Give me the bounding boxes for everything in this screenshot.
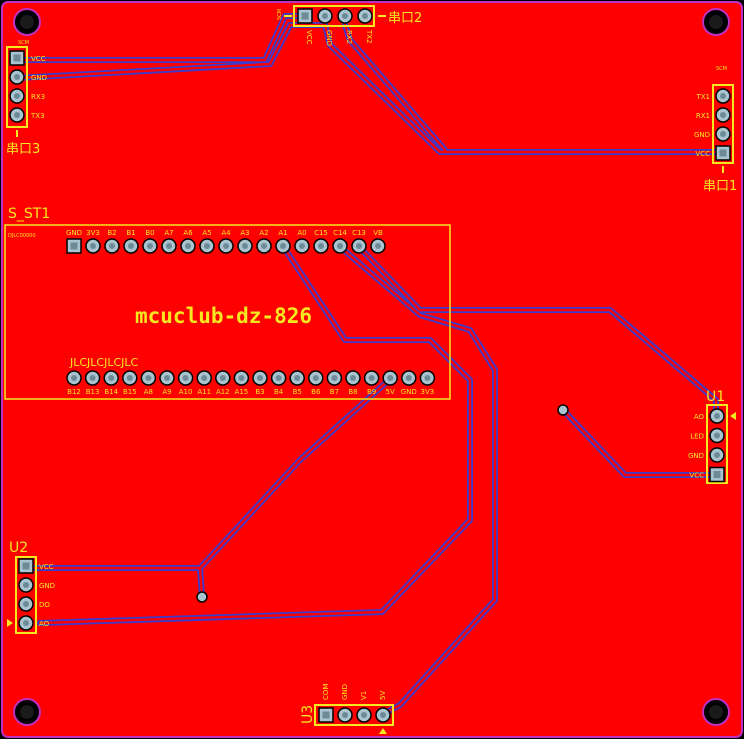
chuankou1-pin-label-vcc: VCC [695, 150, 710, 158]
chuankou1-pin-label-rx1: RX1 [696, 112, 710, 120]
u2-pin-label-vcc: VCC [39, 563, 54, 571]
u1-pin-label-gnd: GND [688, 452, 704, 460]
s-st1-bottom-pin-label-b15: B15 [123, 388, 137, 396]
chuankou2-pin-label-vcc: VCC [305, 30, 313, 45]
chuankou3-ref: 串口3 [6, 142, 40, 157]
module-u3[interactable]: U3 COM GND V1 5V [300, 684, 394, 734]
s-st1-bottom-pin-label-a10: A10 [179, 388, 193, 396]
s-st1-bottom-pin-label-b14: B14 [104, 388, 118, 396]
s-st1-bottom-pin-label-a9: A9 [162, 388, 171, 396]
s-st1-top-pin-label-a4: A4 [221, 229, 231, 237]
chuankou1-ref: 串口1 [703, 179, 737, 194]
s-st1-top-pin-label-b2: B2 [107, 229, 116, 237]
s-st1-bottom-pin-label-b5: B5 [293, 388, 302, 396]
s-st1-bottom-pin-label-3v3: 3V3 [421, 388, 435, 396]
s-st1-bottom-pin-label-b13: B13 [86, 388, 100, 396]
board-title-text: mcuclub-dz-826 [135, 304, 312, 328]
chuankou3-pin-label-rx3: RX3 [31, 93, 45, 101]
s-st1-bottom-pin-label-a8: A8 [144, 388, 153, 396]
chuankou3-tag: SCM [18, 40, 29, 46]
mounting-holes [13, 8, 730, 726]
connector-chuankou2[interactable]: 串口2 SCM VCC GND RX2 TX2 [277, 5, 422, 46]
u1-pin-label-led: LED [690, 433, 704, 441]
s-st1-top-pin-label-a6: A6 [183, 229, 193, 237]
s-st1-top-pin-label-a5: A5 [202, 229, 211, 237]
s-st1-top-pin-label-a7: A7 [164, 229, 173, 237]
chuankou2-pin-label-rx2: RX2 [345, 30, 353, 44]
s-st1-top-pin-label-c14: C14 [333, 229, 347, 237]
chuankou2-pin-label-tx2: TX2 [365, 29, 373, 44]
chuankou3-pin-label-vcc: VCC [31, 55, 46, 63]
chuankou2-tag: SCM [277, 9, 283, 20]
s-st1-top-pin-label-3v3: 3V3 [86, 229, 100, 237]
u2-pin-label-do: DO [39, 601, 50, 609]
u3-pin-label-com: COM [322, 684, 330, 700]
s-st1-ref: S_ST1 [8, 206, 50, 222]
u3-ref: U3 [300, 705, 316, 724]
u1-pin-label-ao: AO [694, 413, 705, 421]
chuankou1-pin-label-gnd: GND [694, 131, 710, 139]
s-st1-bottom-pin-label-5v: 5V [386, 388, 395, 396]
s-st1-top-pin-label-gnd: GND [66, 229, 82, 237]
s-st1-bottom-label: JLCJLCJLCJLC [69, 356, 139, 369]
vias [196, 404, 569, 603]
s-st1-top-pin-label-b1: B1 [126, 229, 135, 237]
s-st1-top-pin-label-a0: A0 [297, 229, 306, 237]
u1-ref: U1 [706, 389, 725, 405]
chuankou1-pin-label-tx1: TX1 [695, 93, 710, 101]
s-st1-header-label: DJLC00000 [8, 233, 36, 239]
u3-pin-label-5v: 5V [379, 691, 387, 700]
s-st1-top-pin-label-a3: A3 [240, 229, 249, 237]
s-st1-bottom-pin-label-b4: B4 [274, 388, 284, 396]
s-st1-bottom-pin-label-gnd: GND [401, 388, 417, 396]
module-u1[interactable]: U1 AO LED GND VCC [688, 389, 736, 484]
u1-pin-label-vcc: VCC [689, 472, 704, 480]
module-u2[interactable]: U2 VCC GND DO AO [7, 540, 55, 634]
u2-pin-label-ao: AO [39, 620, 50, 628]
chuankou2-pin-label-gnd: GND [325, 30, 333, 46]
s-st1-top-pin-label-c15: C15 [314, 229, 328, 237]
s-st1-bottom-pin-label-b8: B8 [348, 388, 357, 396]
s-st1-top-pin-label-a2: A2 [259, 229, 268, 237]
chuankou2-ref: 串口2 [388, 11, 422, 26]
via-u1 [557, 404, 569, 416]
chuankou3-pin-label-gnd: GND [31, 74, 47, 82]
chuankou1-tag: SCM [716, 66, 727, 72]
u2-pin-label-gnd: GND [39, 582, 55, 590]
s-st1-bottom-pin-label-b12: B12 [67, 388, 81, 396]
s-st1-top-pin-label-a1: A1 [278, 229, 287, 237]
via-u2 [196, 591, 208, 603]
s-st1-bottom-pin-label-b9: B9 [367, 388, 376, 396]
s-st1-bottom-pin-label-a11: A11 [197, 388, 211, 396]
s-st1-bottom-pin-label-b6: B6 [311, 388, 321, 396]
s-st1-bottom-pin-label-a12: A12 [216, 388, 230, 396]
s-st1-bottom-pin-label-a15: A15 [235, 388, 249, 396]
s-st1-bottom-pin-label-b7: B7 [330, 388, 339, 396]
s-st1-bottom-pin-label-b3: B3 [255, 388, 264, 396]
s-st1-top-pin-label-vb: VB [373, 229, 383, 237]
s-st1-top-pin-label-b0: B0 [145, 229, 154, 237]
s-st1-top-pin-label-c13: C13 [352, 229, 366, 237]
u3-pin-label-v1: V1 [360, 691, 368, 700]
u2-ref: U2 [9, 540, 28, 556]
chuankou3-pin-label-tx3: TX3 [30, 112, 45, 120]
u3-pin-label-gnd: GND [341, 684, 349, 700]
